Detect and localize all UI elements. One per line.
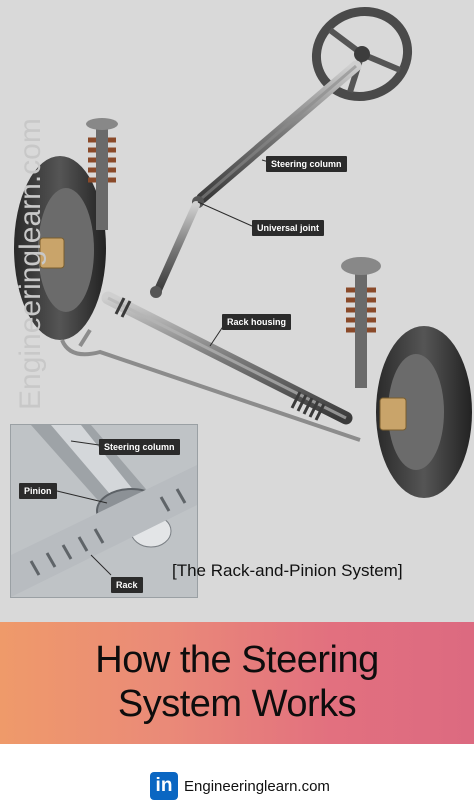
steering-wheel xyxy=(311,7,413,101)
callout-rack-housing: Rack housing xyxy=(222,314,292,330)
callout-rack: Rack xyxy=(111,577,143,593)
callout-universal-joint: Universal joint xyxy=(252,220,325,236)
diagram-caption: [The Rack-and-Pinion System] xyxy=(172,561,403,580)
left-brake-caliper xyxy=(39,237,65,269)
rack-and-pinion-inset: Steering column Pinion Rack xyxy=(10,424,198,598)
linkedin-icon[interactable]: in xyxy=(150,772,178,800)
steering-illustration xyxy=(14,7,472,498)
watermark: Engineeringlearn.com xyxy=(14,118,47,410)
callout-steering-column: Steering column xyxy=(266,156,347,172)
steering-diagram: Engineeringlearn.com Steering column Uni… xyxy=(0,0,474,622)
rack-and-pinion-illustration xyxy=(11,425,197,597)
banner-title: How the Steering System Works xyxy=(0,638,474,726)
watermark-text: Engineeringlearn.com xyxy=(14,118,47,410)
footer xyxy=(0,744,474,812)
banner-title-line-1: How the Steering xyxy=(95,639,379,681)
banner-title-line-2: System Works xyxy=(117,683,357,725)
callout-inset-steering-column: Steering column xyxy=(99,439,180,455)
callout-pinion: Pinion xyxy=(19,483,57,499)
site-url[interactable]: Engineeringlearn.com xyxy=(184,778,330,795)
rack-bar xyxy=(11,465,197,597)
right-brake-caliper xyxy=(379,397,407,431)
title-banner: How the Steering System Works xyxy=(0,622,474,744)
